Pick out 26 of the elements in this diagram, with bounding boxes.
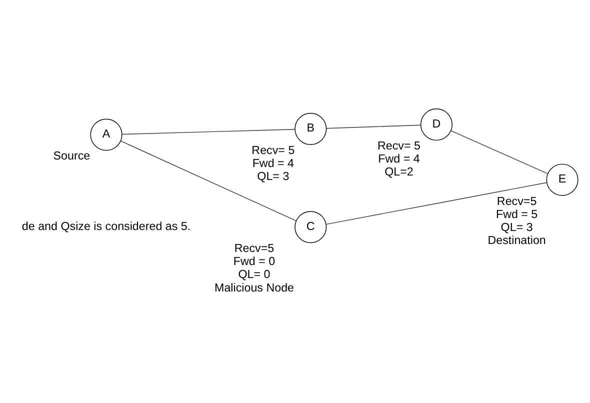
node-circle: D: [420, 108, 452, 140]
connector: [326, 124, 422, 128]
label: de and Qsize is considered as 5.: [22, 219, 191, 232]
node-label: QL= 3: [257, 170, 290, 183]
connector: [120, 140, 296, 221]
node-label: Fwd = 4: [378, 152, 420, 166]
node-label: QL=2: [384, 165, 414, 178]
node-label: Fwd = 5: [496, 207, 538, 220]
node-circle: A: [90, 118, 122, 150]
node-label: Recv= 5: [378, 138, 420, 152]
node-label: QL= 0: [238, 268, 270, 281]
node-circle: B: [294, 112, 327, 144]
node-label: Recv=5: [234, 242, 274, 255]
node-label: Fwd = 0: [233, 254, 276, 268]
node-label: QL= 3: [500, 220, 533, 234]
node-circle: E: [546, 163, 578, 196]
node-label: Malicious Node: [214, 280, 294, 294]
connector: [122, 128, 296, 134]
node-label: Destination: [488, 234, 546, 247]
connector: [326, 182, 548, 224]
node-label: Recv=5: [496, 194, 537, 208]
node-label: Fwd = 4: [252, 156, 294, 170]
node-label: Recv= 5: [252, 143, 295, 156]
node-label: Source: [53, 149, 90, 162]
node-circle: C: [294, 210, 327, 243]
connector: [450, 130, 548, 174]
